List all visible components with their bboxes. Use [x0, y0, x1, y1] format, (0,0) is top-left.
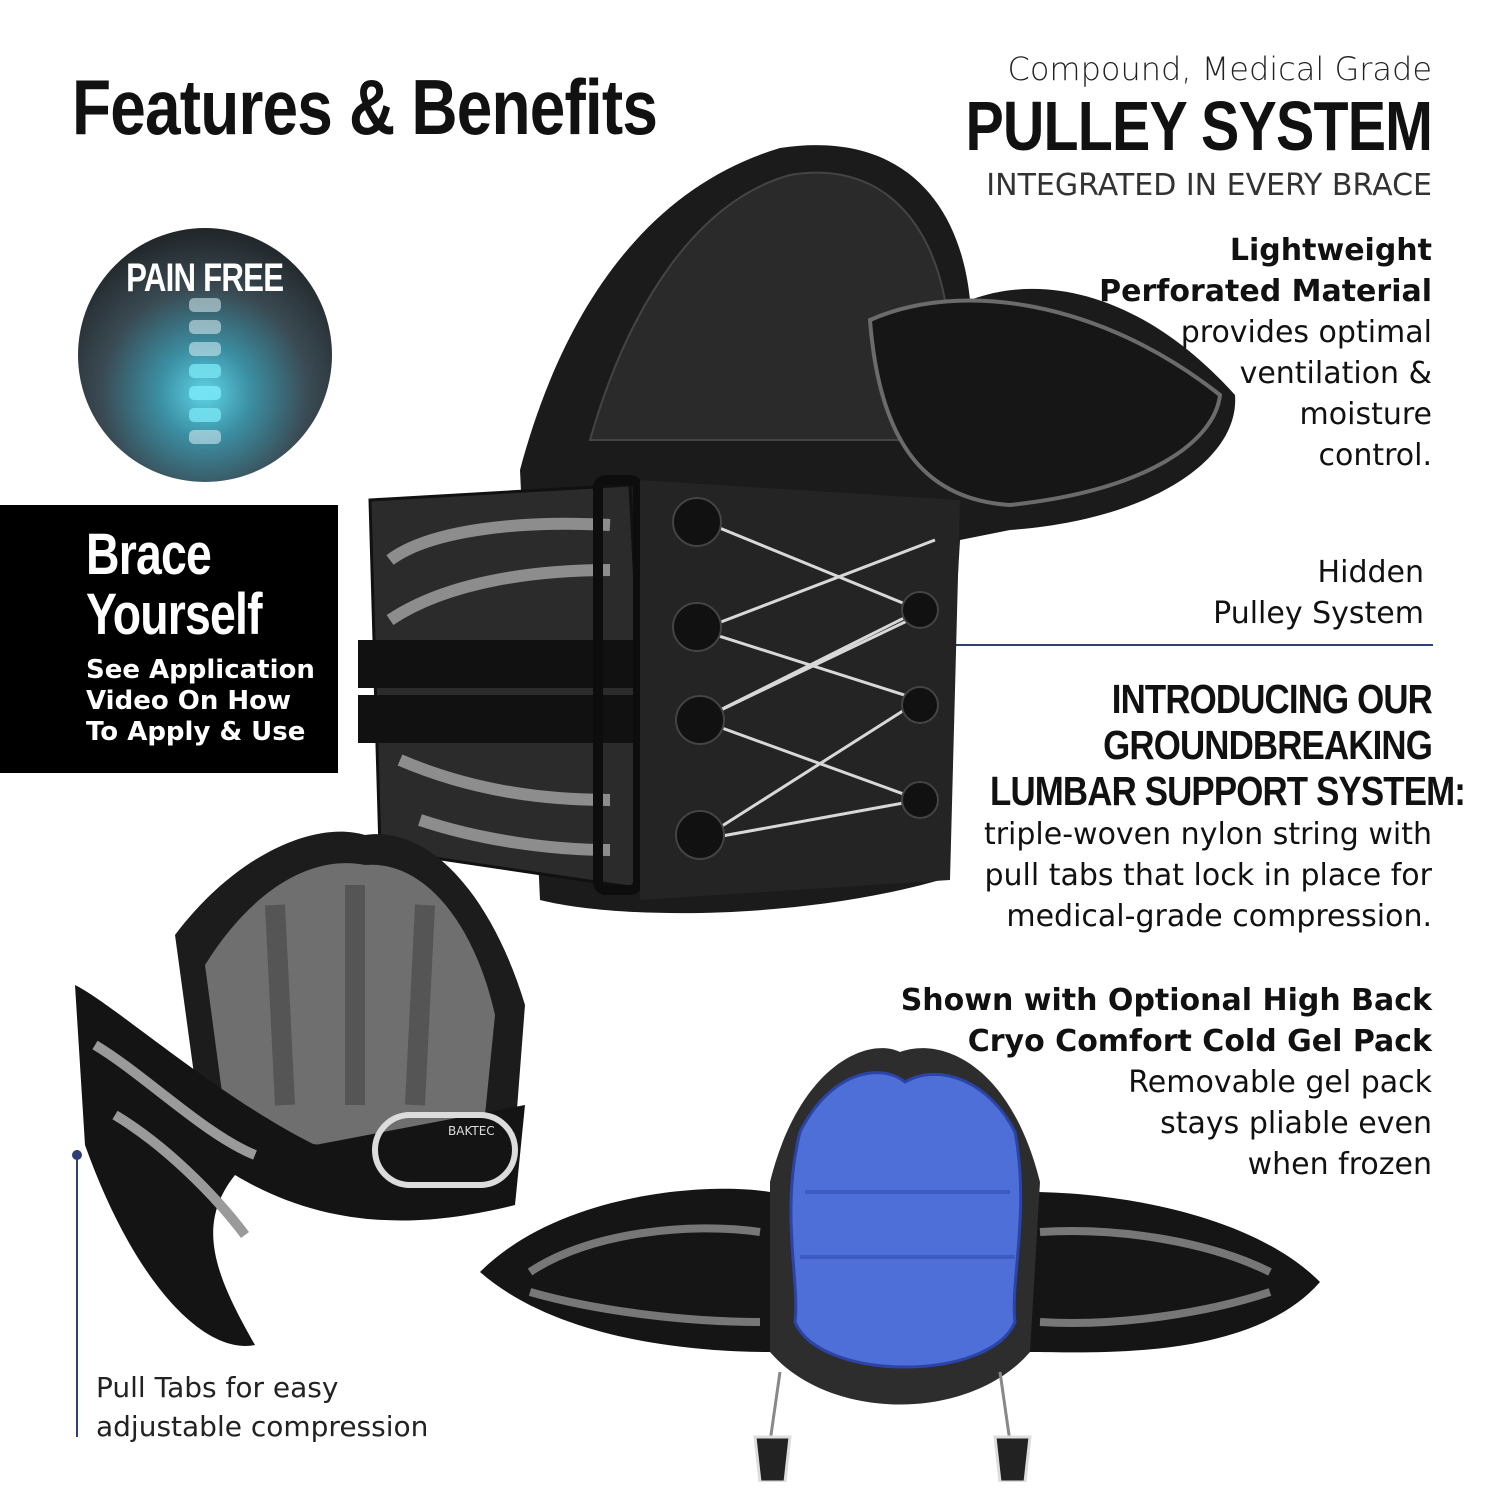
intro-heading-1: INTRODUCING OUR [1111, 676, 1433, 722]
intro-body: triple-woven nylon string with pull tabs… [932, 814, 1432, 937]
pain-free-badge: PAIN FREE [78, 228, 332, 482]
pulley-title: PULLEY SYSTEM [965, 87, 1433, 165]
material-heading-2: Perforated Material [1099, 274, 1432, 309]
pull-tabs-line-2: adjustable compression [96, 1410, 429, 1443]
intro-body-1: triple-woven nylon string with [983, 817, 1432, 852]
gel-pack-heading-2: Cryo Comfort Cold Gel Pack [967, 1024, 1432, 1059]
callout-line [905, 644, 1433, 646]
pull-tabs-caption: Pull Tabs for easy adjustable compressio… [96, 1368, 428, 1446]
pulley-subtitle: Compound, Medical Grade [1007, 50, 1432, 88]
pulley-tagline: INTEGRATED IN EVERY BRACE [986, 168, 1432, 203]
material-text-4: control. [1318, 438, 1432, 473]
pain-free-label: PAIN FREE [126, 256, 284, 300]
gel-brace-illustration [480, 1048, 1320, 1482]
intro-body-3: medical-grade compression. [1006, 899, 1432, 934]
hidden-pulley-line-1: Hidden [1317, 555, 1424, 590]
brace-yourself-box[interactable]: Brace Yourself See Application Video On … [0, 505, 338, 773]
material-description: Lightweight Perforated Material provides… [1072, 230, 1432, 476]
page-title: Features & Benefits [72, 63, 658, 151]
application-video-text: See Application Video On How To Apply & … [86, 655, 315, 747]
rear-brace-illustration: BAKTEC [75, 831, 525, 1346]
material-text-3: moisture [1299, 397, 1432, 432]
gel-pack-heading-1: Shown with Optional High Back [900, 983, 1432, 1018]
intro-body-2: pull tabs that lock in place for [984, 858, 1432, 893]
intro-heading: INTRODUCING OUR GROUNDBREAKING LUMBAR SU… [912, 676, 1466, 814]
hidden-pulley-label: Hidden Pulley System [1124, 552, 1424, 634]
pull-tabs-line-1: Pull Tabs for easy [96, 1371, 339, 1404]
pull-tabs-line [76, 1150, 78, 1437]
material-text-2: ventilation & [1239, 356, 1432, 391]
intro-heading-3: LUMBAR SUPPORT SYSTEM: [990, 768, 1466, 814]
material-heading-1: Lightweight [1229, 233, 1432, 268]
intro-heading-2: GROUNDBREAKING [1103, 722, 1433, 768]
brace-yourself-heading: Brace Yourself [86, 522, 263, 647]
pull-tabs-dot [72, 1150, 82, 1160]
gel-pack-text-3: when frozen [1247, 1147, 1432, 1182]
material-text-1: provides optimal [1180, 315, 1432, 350]
gel-pack-text-2: stays pliable even [1160, 1106, 1432, 1141]
brace-logo: BAKTEC [448, 1124, 495, 1138]
hidden-pulley-line-2: Pulley System [1213, 596, 1424, 631]
callout-dot [900, 639, 911, 650]
gel-pack-description: Shown with Optional High Back Cryo Comfo… [872, 980, 1432, 1185]
gel-pack-text-1: Removable gel pack [1128, 1065, 1432, 1100]
